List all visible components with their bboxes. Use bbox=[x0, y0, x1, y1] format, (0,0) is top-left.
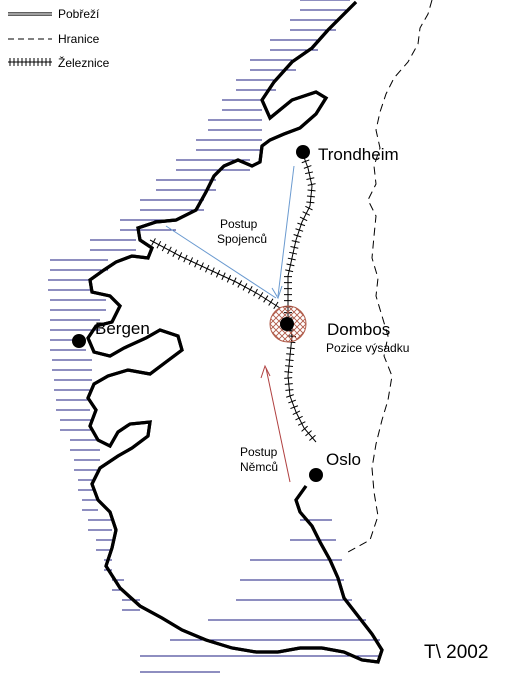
railway-tick bbox=[232, 277, 237, 286]
railway-tick bbox=[273, 301, 279, 310]
railway-tick bbox=[237, 280, 243, 288]
railway-tick bbox=[194, 259, 199, 268]
railway-tick bbox=[258, 292, 264, 300]
railway-tick bbox=[301, 425, 308, 432]
legend-coast-label: Pobřeží bbox=[58, 7, 100, 21]
railway-tick bbox=[151, 238, 156, 246]
trondheim-dot bbox=[296, 145, 310, 159]
railway-tick bbox=[210, 267, 215, 276]
railway-tick bbox=[172, 249, 178, 257]
oslo-label: Oslo bbox=[326, 450, 361, 469]
railway-tick bbox=[183, 254, 188, 263]
railway-tick bbox=[306, 177, 315, 181]
railway-tick bbox=[307, 183, 316, 186]
border-line bbox=[347, 0, 433, 553]
railway-tick bbox=[284, 377, 293, 379]
railway-tick bbox=[284, 371, 293, 373]
railway-tick bbox=[303, 165, 312, 169]
railway-tick bbox=[284, 365, 294, 367]
railway-tick bbox=[297, 222, 306, 227]
railway-tick bbox=[297, 421, 306, 426]
trondheim-label: Trondheim bbox=[318, 145, 399, 164]
dombos-label: Dombos bbox=[327, 320, 390, 339]
german-advance-arrow bbox=[260, 364, 291, 483]
railway-tick bbox=[306, 195, 315, 198]
railway-tick bbox=[289, 251, 298, 255]
railway-tick bbox=[286, 263, 295, 267]
legend-railway-label: Železnice bbox=[58, 55, 110, 70]
railway-tick bbox=[305, 205, 313, 211]
railway-tick bbox=[306, 201, 315, 204]
german-advance-label-1: Postup bbox=[240, 445, 278, 459]
railway-tick bbox=[288, 399, 297, 404]
railway-tick bbox=[188, 257, 194, 265]
bergen-label: Bergen bbox=[95, 319, 150, 338]
oslo-dot bbox=[309, 468, 323, 482]
bergen-dot bbox=[72, 334, 86, 348]
railway-tick bbox=[295, 415, 303, 421]
railway-tick bbox=[290, 245, 299, 249]
dombos-note-label: Pozice výsadku bbox=[326, 341, 409, 355]
railway-lines bbox=[149, 151, 317, 443]
allied-advance-label-2: Spojenců bbox=[217, 232, 267, 246]
railway-tick bbox=[309, 434, 316, 441]
railway-tick bbox=[295, 228, 304, 232]
railway-tick bbox=[286, 394, 294, 398]
railway-tick bbox=[305, 171, 314, 175]
railway-tick bbox=[291, 240, 300, 243]
railway-tick bbox=[293, 234, 302, 238]
railway-tick bbox=[199, 262, 204, 270]
railway-tick bbox=[302, 211, 311, 216]
railway-tick bbox=[307, 189, 316, 192]
railway-tick bbox=[263, 295, 269, 303]
railway-tick bbox=[247, 286, 253, 294]
railway-tick bbox=[215, 269, 221, 278]
sea-hatching bbox=[48, 0, 380, 673]
railway-tick bbox=[292, 410, 301, 415]
railway-tick bbox=[205, 264, 210, 273]
allied-advance-arrows bbox=[165, 165, 295, 300]
coastline bbox=[86, 0, 384, 664]
railway-tick bbox=[161, 243, 167, 252]
railway-tick bbox=[253, 288, 258, 297]
railway-tick bbox=[299, 216, 308, 222]
dombos-dot bbox=[280, 317, 294, 331]
railway-tick bbox=[284, 383, 293, 385]
railway-tick bbox=[301, 159, 310, 164]
railway-tick bbox=[156, 240, 162, 249]
railway-tick bbox=[242, 283, 248, 291]
railway-tick bbox=[286, 353, 295, 356]
allied-advance-label-1: Postup bbox=[220, 217, 258, 231]
railway-tick bbox=[226, 274, 232, 283]
author-signature: T\ 2002 bbox=[424, 642, 488, 663]
railway-tick bbox=[286, 347, 295, 350]
legend-railway-symbol bbox=[8, 58, 52, 66]
railway-tick bbox=[177, 252, 183, 260]
railway-tick bbox=[285, 359, 294, 362]
railway-tick bbox=[285, 389, 294, 391]
railway-tick bbox=[305, 430, 312, 437]
german-advance-label-2: Němců bbox=[240, 460, 278, 474]
railway-tick bbox=[268, 298, 274, 306]
railway-tick bbox=[221, 272, 226, 281]
railway-tick bbox=[285, 269, 294, 273]
legend-border-label: Hranice bbox=[58, 32, 100, 46]
railway-tick bbox=[167, 246, 172, 255]
railway-tick bbox=[287, 257, 296, 261]
legend: Pobřeží Hranice Železnice bbox=[8, 7, 110, 70]
railway-tick bbox=[290, 405, 299, 410]
